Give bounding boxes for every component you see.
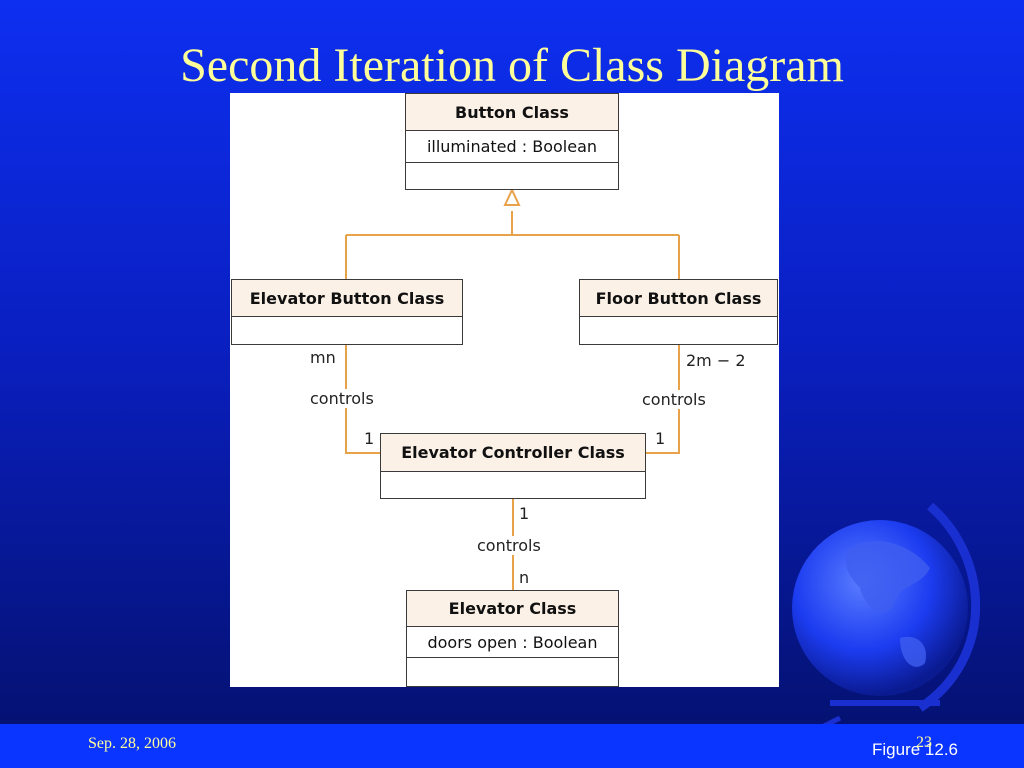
elevator-button-class-name: Elevator Button Class	[232, 280, 462, 317]
slide-title: Second Iteration of Class Diagram	[180, 39, 844, 92]
elevator-controller-class-name: Elevator Controller Class	[381, 434, 645, 472]
elevator-controller-class-box: Elevator Controller Class	[380, 433, 646, 499]
generalization-arrow-icon	[503, 187, 521, 206]
association-elevator-button-line	[345, 345, 380, 454]
footer-bar	[0, 724, 1024, 768]
association-label-elevator: controls	[475, 536, 543, 555]
multiplicity-elevator-button: mn	[308, 348, 338, 367]
elevator-class-box: Elevator Class doors open : Boolean	[406, 590, 619, 687]
button-class-box: Button Class illuminated : Boolean	[405, 93, 619, 190]
figure-label: Figure 12.6	[872, 740, 958, 759]
elevator-class-name: Elevator Class	[407, 591, 618, 627]
class-diagram-figure: Button Class illuminated : Boolean Eleva…	[230, 93, 779, 687]
multiplicity-controller-bottom: 1	[517, 504, 532, 523]
multiplicity-controller-left: 1	[362, 429, 377, 448]
multiplicity-floor-button: 2m − 2	[684, 351, 748, 370]
elevator-button-class-box: Elevator Button Class	[231, 279, 463, 345]
slide-date: Sep. 28, 2006	[88, 735, 176, 752]
floor-button-class-box: Floor Button Class	[579, 279, 778, 345]
button-class-name: Button Class	[406, 94, 618, 131]
floor-button-class-name: Floor Button Class	[580, 280, 777, 317]
association-floor-button-line	[646, 345, 680, 454]
multiplicity-elevator: n	[517, 568, 532, 587]
multiplicity-controller-right: 1	[653, 429, 668, 448]
page-number: 23	[916, 734, 932, 751]
association-label-elevator-button: controls	[308, 389, 376, 408]
globe-icon	[792, 502, 980, 728]
button-class-attribute: illuminated : Boolean	[406, 131, 618, 163]
elevator-class-attribute: doors open : Boolean	[407, 627, 618, 658]
association-label-floor-button: controls	[640, 390, 708, 409]
